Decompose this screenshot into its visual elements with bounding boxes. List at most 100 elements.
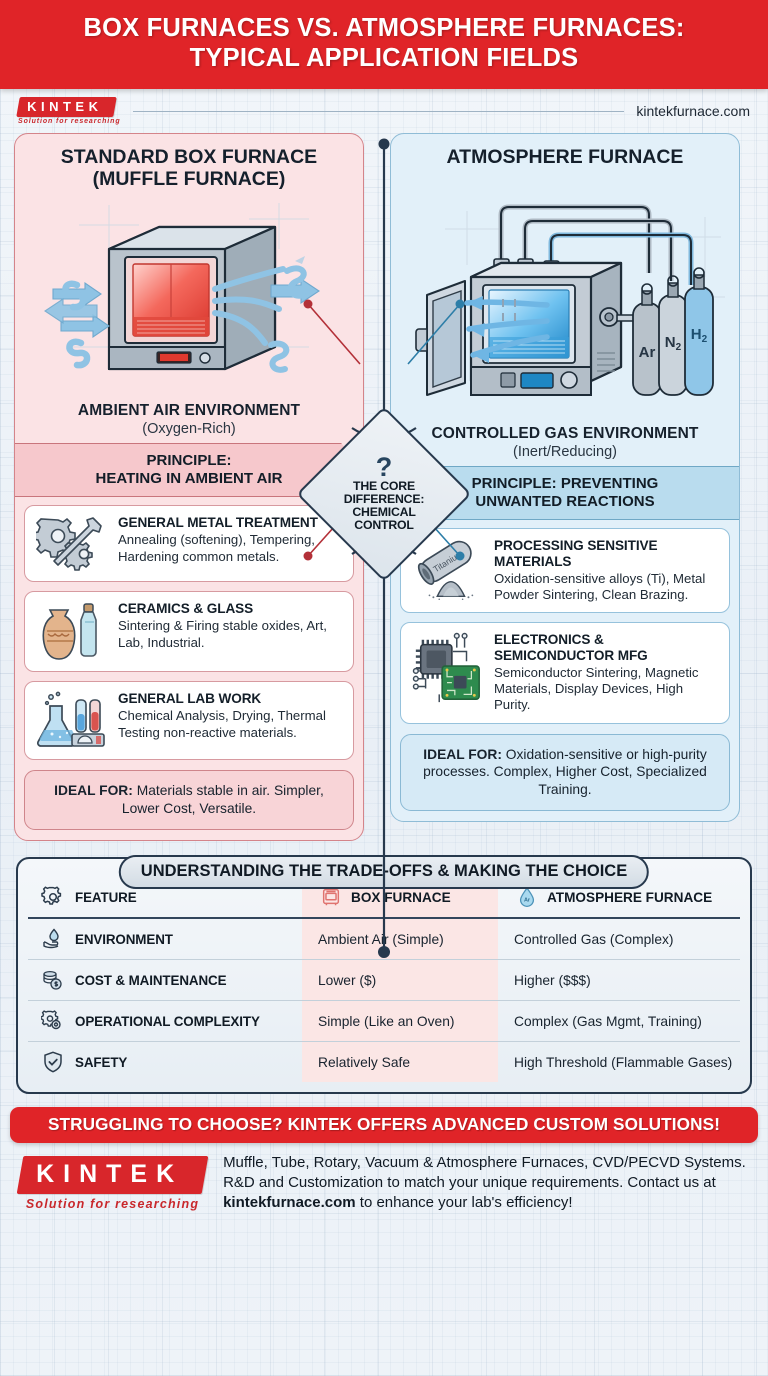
card-text: Annealing (softening), Tempering, Harden… bbox=[118, 532, 315, 564]
atmosphere-furnace-ideal-for: IDEAL FOR: Oxidation-sensitive or high-p… bbox=[400, 733, 730, 812]
atmosphere-furnace-drawing: Ar N2 H2 bbox=[415, 204, 725, 396]
footer: KINTEK Solution for researching Muffle, … bbox=[0, 1143, 768, 1213]
comparison-section: STANDARD BOX FURNACE (MUFFLE FURNACE) bbox=[0, 133, 768, 842]
row-atm-cell: Controlled Gas (Complex) bbox=[498, 918, 740, 961]
box-furnace-cards: GENERAL METAL TREATMENT Annealing (softe… bbox=[15, 497, 363, 769]
row-atm-cell: High Threshold (Flammable Gases) bbox=[498, 1042, 740, 1083]
hand-water-drop-icon bbox=[40, 926, 66, 952]
card-processing-sensitive-materials[interactable]: Titanium PROCESSING SENSITIVE MATERIALS … bbox=[400, 528, 730, 614]
card-heading: GENERAL LAB WORK bbox=[118, 691, 262, 707]
page-title: BOX FURNACES VS. ATMOSPHERE FURNACES: TY… bbox=[26, 14, 742, 73]
table-row: ENVIRONMENT Ambient Air (Simple) Control… bbox=[28, 918, 740, 961]
vase-bottle-icon bbox=[34, 600, 110, 662]
card-text: Chemical Analysis, Drying, Thermal Testi… bbox=[118, 708, 326, 740]
row-box-cell: Lower ($) bbox=[302, 959, 498, 1002]
card-text: Oxidation-sensitive alloys (Ti), Metal P… bbox=[494, 570, 706, 603]
box-principle-line1: PRINCIPLE: bbox=[146, 451, 232, 469]
row-box-value: Ambient Air (Simple) bbox=[318, 931, 444, 947]
card-body: GENERAL METAL TREATMENT Annealing (softe… bbox=[118, 514, 344, 565]
brand-divider bbox=[132, 110, 625, 112]
tradeoffs-section: UNDERSTANDING THE TRADE-OFFS & MAKING TH… bbox=[16, 855, 752, 1095]
table-row: COST & MAINTENANCE Lower ($) Higher ($$$… bbox=[28, 959, 740, 1002]
kintek-logo-footer[interactable]: KINTEK Solution for researching bbox=[16, 1155, 209, 1211]
core-line1: THE CORE bbox=[353, 478, 415, 493]
row-feature-cell: OPERATIONAL COMPLEXITY bbox=[28, 1000, 302, 1043]
row-box-value: Lower ($) bbox=[318, 972, 377, 988]
card-heading: GENERAL METAL TREATMENT bbox=[118, 515, 318, 531]
core-difference-diamond: ? THE CORE DIFFERENCE: CHEMICAL CONTROL bbox=[296, 406, 472, 582]
column-header-box: BOX FURNACE bbox=[351, 889, 451, 905]
box-furnace-ideal-for: IDEAL FOR: Materials stable in air. Simp… bbox=[24, 770, 354, 831]
svg-text:Ar: Ar bbox=[524, 898, 531, 904]
core-line2: DIFFERENCE: bbox=[343, 491, 425, 506]
box-principle-line2: HEATING IN AMBIENT AIR bbox=[95, 469, 283, 487]
table-row: OPERATIONAL COMPLEXITY Simple (Like an O… bbox=[28, 1000, 740, 1043]
row-atm-value: Complex (Gas Mgmt, Training) bbox=[514, 1013, 702, 1029]
row-atm-value: Controlled Gas (Complex) bbox=[514, 931, 674, 947]
tradeoffs-box: FEATURE BOX FURNA bbox=[16, 857, 752, 1095]
footer-text-part1: Muffle, Tube, Rotary, Vacuum & Atmospher… bbox=[223, 1154, 746, 1192]
kintek-logo-tagline-footer: Solution for researching bbox=[25, 1196, 200, 1211]
row-feature-cell: COST & MAINTENANCE bbox=[28, 959, 302, 1002]
card-ceramics-and-glass[interactable]: CERAMICS & GLASS Sintering & Firing stab… bbox=[24, 591, 354, 673]
card-text: Semiconductor Sintering, Magnetic Materi… bbox=[494, 664, 699, 713]
row-box-cell: Relatively Safe bbox=[302, 1041, 498, 1083]
cta-banner-text: STRUGGLING TO CHOOSE? KINTEK OFFERS ADVA… bbox=[47, 1114, 721, 1135]
row-box-cell: Ambient Air (Simple) bbox=[302, 918, 498, 961]
card-body: CERAMICS & GLASS Sintering & Firing stab… bbox=[118, 600, 344, 651]
atm-env-title: CONTROLLED GAS ENVIRONMENT bbox=[431, 424, 699, 442]
card-body: ELECTRONICS & SEMICONDUCTOR MFG Semicond… bbox=[494, 631, 720, 713]
kintek-logo-plate-footer: KINTEK bbox=[16, 1155, 209, 1194]
atm-title-line1: ATMOSPHERE FURNACE bbox=[446, 146, 684, 169]
atm-principle-line2: UNWANTED REACTIONS bbox=[475, 492, 655, 510]
card-body: PROCESSING SENSITIVE MATERIALS Oxidation… bbox=[494, 537, 720, 603]
row-feature-label: COST & MAINTENANCE bbox=[75, 972, 227, 988]
kintek-logo-top[interactable]: KINTEK Solution for researching bbox=[16, 97, 121, 126]
box-furnace-panel-title: STANDARD BOX FURNACE (MUFFLE FURNACE) bbox=[15, 134, 363, 193]
atmosphere-furnace-cards: Titanium PROCESSING SENSITIVE MATERIALS … bbox=[391, 520, 739, 732]
shield-check-icon bbox=[40, 1049, 66, 1075]
core-line4: CONTROL bbox=[354, 518, 414, 533]
column-header-atmosphere: ATMOSPHERE FURNACE bbox=[547, 889, 713, 905]
box-furnace-illustration bbox=[15, 193, 363, 398]
page-title-line2: TYPICAL APPLICATION FIELDS bbox=[189, 43, 579, 72]
chip-circuitboard-icon bbox=[410, 631, 486, 707]
ideal-text: Materials stable in air. Simpler, Lower … bbox=[121, 783, 324, 816]
column-header-feature: FEATURE bbox=[75, 889, 137, 905]
box-env-title: AMBIENT AIR ENVIRONMENT bbox=[77, 401, 301, 419]
box-furnace-icon bbox=[318, 884, 344, 910]
row-feature-cell: ENVIRONMENT bbox=[28, 918, 302, 961]
kintek-logo-text-footer: KINTEK bbox=[36, 1159, 184, 1188]
box-furnace-title-line1: STANDARD BOX FURNACE bbox=[60, 146, 318, 169]
footer-text: Muffle, Tube, Rotary, Vacuum & Atmospher… bbox=[223, 1153, 752, 1213]
ideal-text: Oxidation-sensitive or high-purity proce… bbox=[423, 746, 707, 797]
brand-bar: KINTEK Solution for researching kintekfu… bbox=[0, 89, 768, 133]
page-header: BOX FURNACES VS. ATMOSPHERE FURNACES: TY… bbox=[0, 0, 768, 90]
row-feature-cell: SAFETY bbox=[28, 1042, 302, 1083]
question-mark-icon: ? bbox=[375, 451, 393, 482]
atmosphere-environment-label: CONTROLLED GAS ENVIRONMENT (Inert/Reduci… bbox=[391, 421, 739, 466]
kintek-logo-plate: KINTEK bbox=[16, 97, 118, 118]
row-feature-label: ENVIRONMENT bbox=[75, 931, 173, 947]
gas-drop-icon: Ar bbox=[514, 884, 540, 910]
row-box-cell: Simple (Like an Oven) bbox=[302, 1000, 498, 1043]
card-heading: CERAMICS & GLASS bbox=[118, 601, 254, 617]
kintek-logo-text: KINTEK bbox=[27, 99, 103, 115]
flask-testtube-icon bbox=[34, 690, 110, 750]
row-feature-label: OPERATIONAL COMPLEXITY bbox=[75, 1013, 260, 1029]
comparison-table: FEATURE BOX FURNA bbox=[28, 877, 740, 1083]
card-general-metal-treatment[interactable]: GENERAL METAL TREATMENT Annealing (softe… bbox=[24, 505, 354, 583]
footer-link[interactable]: kintekfurnace.com bbox=[223, 1194, 356, 1212]
card-text: Sintering & Firing stable oxides, Art, L… bbox=[118, 618, 327, 650]
brand-url[interactable]: kintekfurnace.com bbox=[636, 103, 750, 120]
card-electronics-semiconductor[interactable]: ELECTRONICS & SEMICONDUCTOR MFG Semicond… bbox=[400, 622, 730, 724]
row-atm-cell: Higher ($$$) bbox=[498, 959, 740, 1002]
cta-banner[interactable]: STRUGGLING TO CHOOSE? KINTEK OFFERS ADVA… bbox=[10, 1107, 758, 1144]
row-atm-cell: Complex (Gas Mgmt, Training) bbox=[498, 1000, 740, 1043]
card-heading: PROCESSING SENSITIVE MATERIALS bbox=[494, 538, 658, 569]
diamond-text: ? THE CORE DIFFERENCE: CHEMICAL CONTROL bbox=[322, 432, 446, 556]
row-feature-label: SAFETY bbox=[75, 1054, 128, 1070]
kintek-logo-tagline: Solution for researching bbox=[18, 118, 121, 126]
card-general-lab-work[interactable]: GENERAL LAB WORK Chemical Analysis, Dryi… bbox=[24, 681, 354, 761]
box-env-sub: (Oxygen-Rich) bbox=[142, 420, 236, 437]
